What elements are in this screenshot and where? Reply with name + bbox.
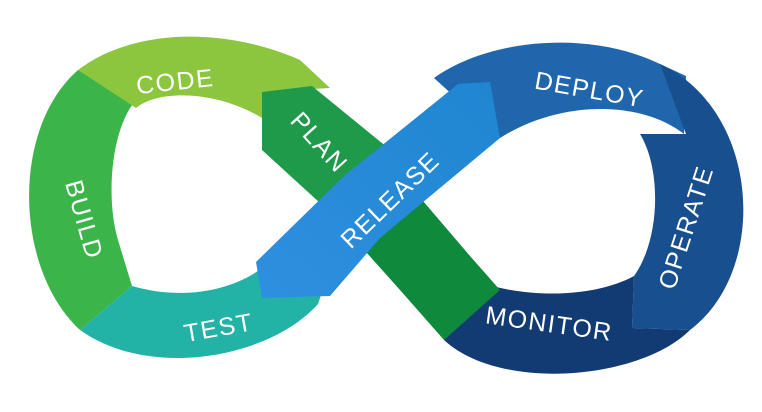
segment-deploy (434, 42, 686, 138)
left-loop-hole (116, 135, 284, 275)
segment-build (29, 70, 136, 330)
segment-release (256, 82, 500, 298)
segment-code (78, 36, 330, 118)
segment-monitor (444, 272, 690, 374)
right-loop-hole (482, 134, 654, 278)
segment-operate (632, 64, 744, 330)
